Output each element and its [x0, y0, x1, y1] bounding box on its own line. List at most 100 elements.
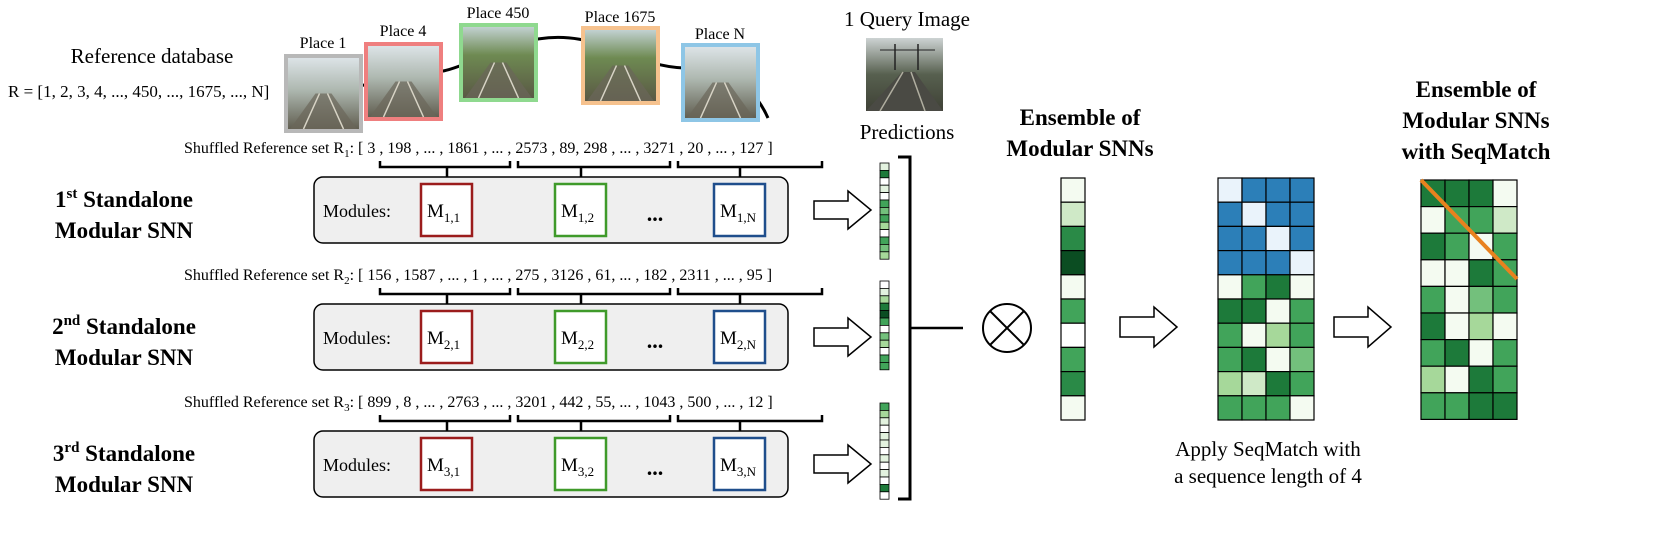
prediction-cell: [879, 310, 890, 319]
seqmatch-output-cell: [1444, 339, 1470, 367]
seqmatch-input-cell: [1289, 274, 1315, 300]
ensemble-cell: [1060, 371, 1086, 397]
seqmatch-input-cell: [1289, 201, 1315, 227]
seqmatch-output-cell: [1420, 206, 1446, 234]
seqmatch-output-cell: [1468, 339, 1494, 367]
seqmatch-output-cell: [1468, 179, 1494, 208]
prediction-cell: [879, 243, 890, 253]
seqmatch-output-cell: [1468, 206, 1494, 234]
place-thumbnail: [581, 26, 660, 105]
prediction-cell: [879, 295, 890, 304]
seqmatch-output-cell: [1468, 392, 1494, 420]
module-label: M1,1: [427, 201, 460, 225]
reference-database-title: Reference database: [71, 44, 234, 68]
seqmatch-output-cell: [1492, 339, 1518, 367]
ensemble-cell: [1060, 346, 1086, 373]
seqmatch-input-cell: [1217, 201, 1243, 227]
seqmatch-input-cell: [1265, 177, 1291, 203]
prediction-cell: [879, 469, 890, 478]
standalone-title-line2: Modular SNN: [55, 218, 194, 243]
seqmatch-input-cell: [1241, 274, 1267, 300]
place-thumbnail: [284, 54, 363, 133]
process-arrow: [1333, 305, 1393, 349]
ensemble-cell: [1060, 274, 1086, 300]
prediction-cell: [879, 454, 890, 463]
place-label: Place N: [695, 26, 746, 43]
seqmatch-caption-line1: Apply SeqMatch with: [1175, 437, 1361, 461]
standalone-title-line1: 2nd Standalone: [52, 313, 196, 339]
place-thumbnail: [459, 23, 538, 102]
module-box: [553, 309, 608, 365]
shuffled-reference-set: Shuffled Reference set R2: [ 156 , 1587 …: [184, 267, 772, 287]
place-label: Place 4: [380, 23, 427, 40]
prediction-cell: [879, 184, 890, 193]
seqmatch-input-cell: [1289, 371, 1315, 397]
seqmatch-input-cell: [1265, 225, 1291, 252]
prediction-cell: [879, 162, 890, 171]
seqmatch-input-cell: [1289, 298, 1315, 324]
seqmatch-output-cell: [1492, 312, 1518, 341]
modules-ellipsis: ...: [647, 328, 664, 353]
seqmatch-input-cell: [1241, 395, 1267, 421]
place-label: Place 1: [300, 35, 347, 52]
seqmatch-output-cell: [1492, 392, 1518, 420]
prediction-arrow: [813, 189, 873, 231]
seqmatch-output-cell: [1420, 259, 1446, 287]
seqmatch-output-cell: [1492, 179, 1518, 208]
module-box: [419, 436, 474, 492]
modules-label: Modules:: [323, 328, 391, 348]
prediction-cell: [879, 432, 890, 441]
prediction-cell: [879, 439, 890, 448]
seqmatch-input-cell: [1241, 225, 1267, 252]
standalone-title-line1: 3rd Standalone: [53, 440, 195, 466]
seqmatch-input-cell: [1289, 177, 1315, 203]
seqmatch-output-cell: [1468, 232, 1494, 261]
seqmatch-input-cell: [1289, 322, 1315, 349]
seqmatch-output-cell: [1444, 392, 1470, 420]
module-box: [419, 182, 474, 238]
prediction-cell: [879, 361, 890, 371]
seqmatch-output-cell: [1468, 312, 1494, 341]
modules-ellipsis: ...: [647, 201, 664, 226]
module-box: [553, 182, 608, 238]
prediction-cell: [879, 280, 890, 289]
ensemble-cell: [1060, 225, 1086, 252]
seqmatch-input-cell: [1241, 201, 1267, 227]
process-arrow: [1119, 305, 1179, 349]
seqmatch-output-title-line3: with SeqMatch: [1402, 139, 1551, 164]
ensemble-cell: [1060, 250, 1086, 276]
seqmatch-input-cell: [1217, 371, 1243, 397]
seqmatch-input-cell: [1289, 395, 1315, 421]
module-label: M2,2: [561, 328, 594, 352]
seqmatch-output-cell: [1444, 285, 1470, 314]
seqmatch-input-cell: [1217, 395, 1243, 421]
ensemble-cell: [1060, 322, 1086, 349]
prediction-cell: [879, 192, 890, 201]
prediction-cell: [879, 483, 890, 493]
query-image: [866, 38, 943, 112]
seqmatch-input-cell: [1217, 298, 1243, 324]
prediction-cell: [879, 221, 890, 230]
prediction-cell: [879, 287, 890, 297]
module-box: [712, 436, 767, 492]
seqmatch-caption-line2: a sequence length of 4: [1174, 464, 1362, 488]
prediction-cell: [879, 332, 890, 341]
seqmatch-input-cell: [1265, 346, 1291, 373]
module-label: M1,N: [720, 201, 757, 225]
prediction-cell: [879, 236, 890, 245]
prediction-cell: [879, 251, 890, 260]
prediction-cell: [879, 229, 890, 238]
seqmatch-input-cell: [1217, 177, 1243, 203]
seqmatch-output-cell: [1468, 259, 1494, 287]
seqmatch-input-cell: [1217, 346, 1243, 373]
prediction-cell: [879, 409, 890, 419]
seqmatch-output-matrix: [1419, 178, 1519, 420]
ensemble-cell: [1060, 177, 1086, 203]
seqmatch-input-cell: [1265, 371, 1291, 397]
seqmatch-input-cell: [1265, 298, 1291, 324]
prediction-cell: [879, 177, 890, 186]
ensemble-cell: [1060, 298, 1086, 324]
prediction-cell: [879, 402, 890, 411]
seqmatch-input-matrix: [1217, 177, 1315, 421]
